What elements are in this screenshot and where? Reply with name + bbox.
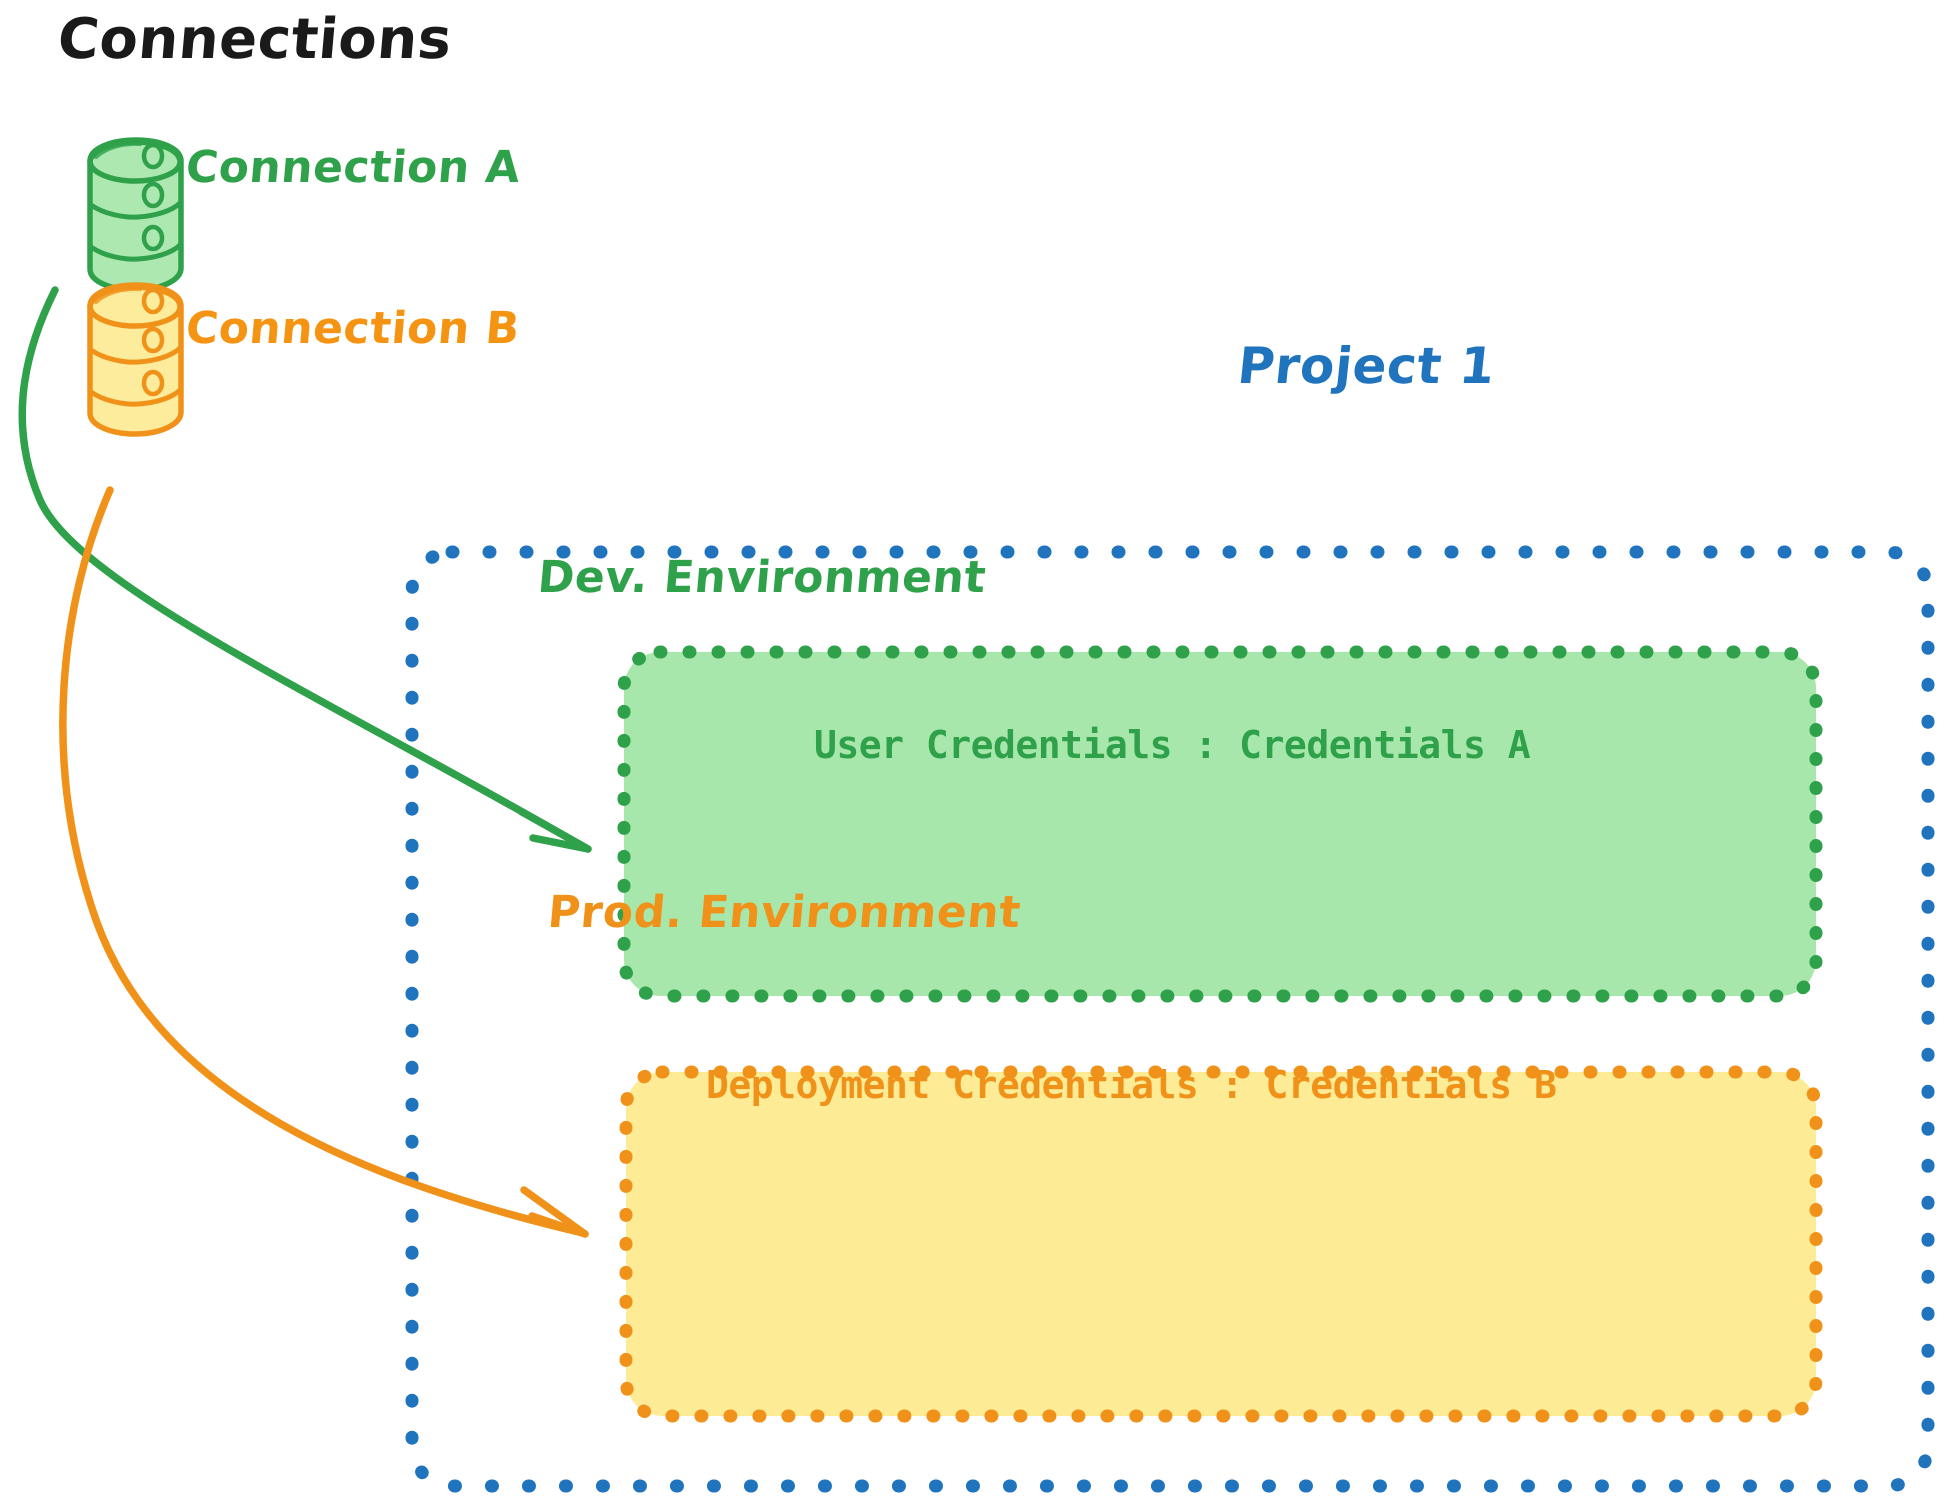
connection-a-database-icon[interactable] [87, 137, 184, 293]
project-container[interactable] [405, 545, 1935, 1493]
dev-environment-box[interactable] [617, 645, 1823, 1003]
connection-b-label[interactable]: Connection B [183, 303, 522, 354]
dev-environment-border-dotted [617, 645, 1823, 1003]
dev-environment-credentials: User Credentials : Credentials A [814, 723, 1531, 767]
connection-a-label[interactable]: Connection A [183, 142, 523, 193]
prod-environment-fill [626, 1072, 1816, 1416]
arrow-connection-a-to-dev [18, 286, 592, 853]
prod-environment-box[interactable] [619, 1065, 1823, 1423]
project-border-dotted [405, 545, 1935, 1493]
page-title: Connections [55, 7, 455, 72]
arrow-connection-b-to-prod [59, 486, 589, 1238]
dev-environment-fill [624, 652, 1816, 996]
prod-environment-title: Prod. Environment [545, 887, 1023, 938]
prod-environment-credentials: Deployment Credentials : Credentials B [706, 1063, 1557, 1107]
project-title: Project 1 [1234, 337, 1499, 395]
dev-environment-title: Dev. Environment [535, 552, 989, 603]
prod-environment-border-dotted [619, 1065, 1823, 1423]
connection-b-database-icon[interactable] [87, 282, 184, 437]
